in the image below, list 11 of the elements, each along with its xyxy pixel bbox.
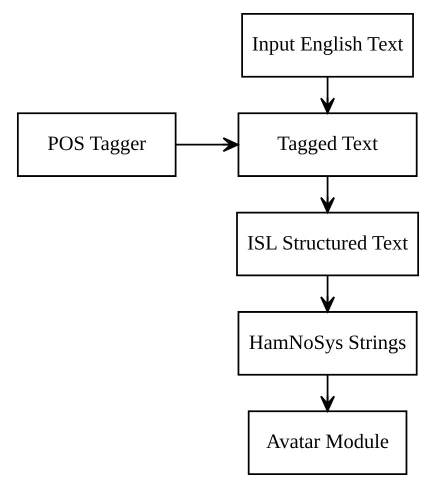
node-box: Tagged Text bbox=[238, 112, 418, 177]
node-box: Avatar Module bbox=[248, 410, 408, 475]
node-box: Input English Text bbox=[241, 13, 414, 78]
arrow bbox=[176, 137, 239, 152]
node-box: HamNoSys Strings bbox=[238, 311, 418, 376]
arrow bbox=[320, 176, 336, 214]
node-box: POS Tagger bbox=[16, 112, 176, 177]
arrow bbox=[320, 275, 336, 312]
node-box: ISL Structured Text bbox=[236, 212, 420, 276]
arrow bbox=[320, 374, 336, 412]
arrow bbox=[320, 76, 336, 114]
